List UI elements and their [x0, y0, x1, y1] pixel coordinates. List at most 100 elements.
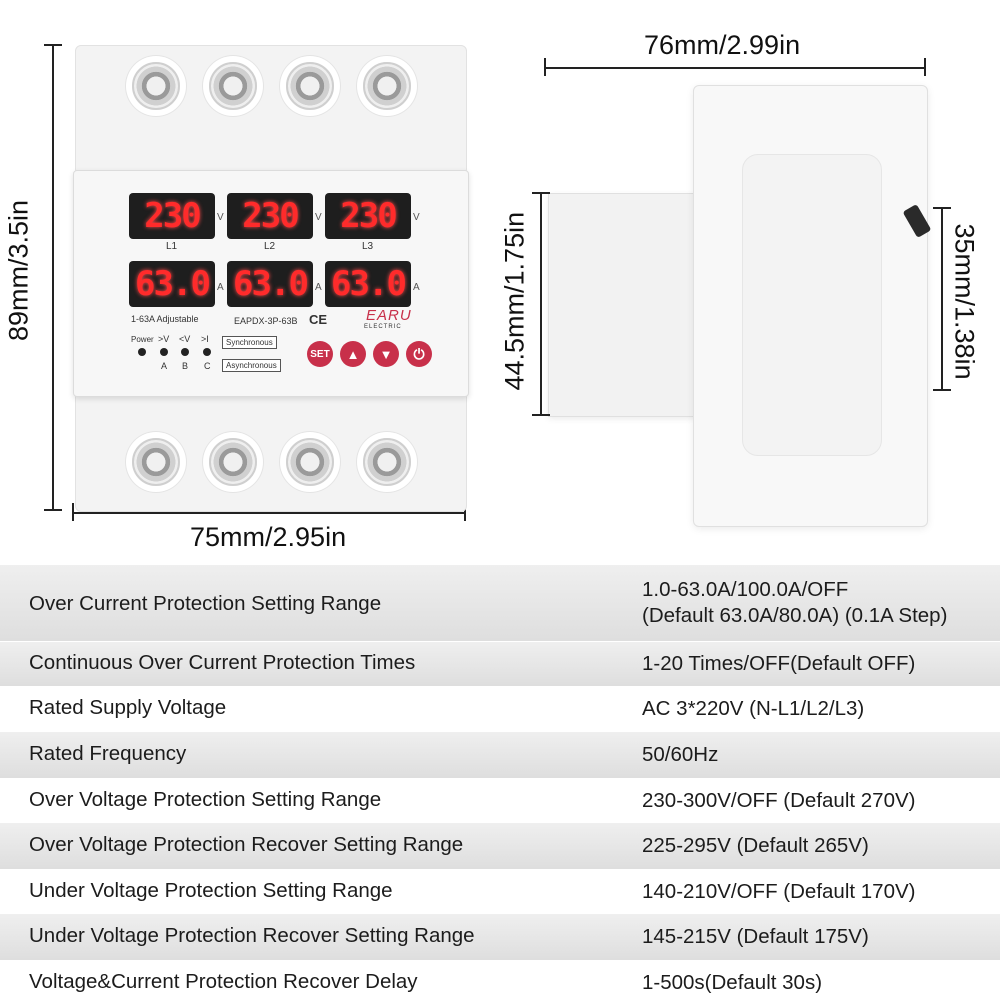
voltage-unit: V [413, 212, 420, 223]
side-depth-tick-left [544, 58, 546, 76]
terminal-screw-icon [363, 62, 411, 110]
spec-row: Under Voltage Protection Recover Setting… [0, 914, 1000, 960]
front-height-tick-top [44, 44, 62, 46]
spec-row: Under Voltage Protection Setting Range 1… [0, 869, 1000, 914]
spec-row: Over Voltage Protection Setting Range 23… [0, 778, 1000, 823]
line-label-l2: L2 [264, 241, 276, 252]
spec-value: 1.0-63.0A/100.0A/OFF (Default 63.0A/80.0… [642, 577, 947, 629]
set-button[interactable]: SET [307, 341, 333, 367]
under-voltage-indicator-label: <V [179, 334, 191, 344]
voltage-display-l2: 230 [227, 193, 313, 239]
front-width-label: 75mm/2.95in [190, 522, 347, 552]
spec-value: 145-215V (Default 175V) [642, 925, 869, 948]
spec-name: Under Voltage Protection Recover Setting… [29, 924, 475, 947]
side-depth-label: 76mm/2.99in [644, 30, 801, 60]
spec-name: Rated Supply Voltage [29, 696, 227, 719]
brand-logo: EARU [366, 307, 412, 324]
terminal-screw-icon [363, 438, 411, 486]
spec-value-line: (Default 63.0A/80.0A) (0.1A Step) [642, 604, 948, 627]
side-front-height-tick-bottom [532, 414, 550, 416]
voltage-display-l1: 230 [129, 193, 215, 239]
terminal-screw-icon [286, 438, 334, 486]
under-voltage-led-icon [181, 348, 189, 356]
power-button[interactable]: ⏻ [406, 341, 432, 367]
spec-row: Voltage&Current Protection Recover Delay… [0, 960, 1000, 1001]
front-height-dimension-line [52, 45, 54, 510]
over-current-indicator-label: >I [201, 334, 209, 344]
side-view-body [693, 85, 932, 527]
spec-value-line: 1.0-63.0A/100.0A/OFF [642, 578, 849, 601]
current-display-l3: 63.0 [325, 261, 411, 307]
side-rail-tick-top [933, 207, 951, 209]
spec-name: Voltage&Current Protection Recover Delay [29, 970, 418, 993]
side-front-height-dimension-line [540, 193, 542, 415]
side-rail-tick-bottom [933, 389, 951, 391]
front-height-tick-bottom [44, 509, 62, 511]
phase-b-label: B [182, 361, 189, 371]
spec-value: 225-295V (Default 265V) [642, 834, 869, 857]
synchronous-mode-label: Synchronous [222, 336, 277, 349]
terminal-screw-icon [209, 62, 257, 110]
spec-row: Over Current Protection Setting Range 1.… [0, 565, 1000, 641]
voltage-unit: V [217, 212, 224, 223]
current-display-l2: 63.0 [227, 261, 313, 307]
voltage-unit: V [315, 212, 322, 223]
range-label: 1-63A Adjustable [131, 314, 199, 324]
side-view-recess [742, 154, 882, 456]
front-height-label: 89mm/3.5in [3, 199, 34, 342]
spec-name: Over Voltage Protection Setting Range [29, 788, 382, 811]
terminal-screw-icon [132, 62, 180, 110]
current-unit: A [413, 282, 420, 293]
spec-row: Continuous Over Current Protection Times… [0, 641, 1000, 686]
power-indicator-label: Power [131, 335, 154, 344]
terminal-screw-icon [209, 438, 257, 486]
spec-value: 140-210V/OFF (Default 170V) [642, 880, 916, 903]
spec-row: Over Voltage Protection Recover Setting … [0, 823, 1000, 869]
spec-name: Under Voltage Protection Setting Range [29, 879, 393, 902]
breaker-front-view: 230 230 230 V V V L1 L2 L3 63.0 63.0 63.… [73, 45, 469, 512]
current-unit: A [217, 282, 224, 293]
spec-name: Over Current Protection Setting Range [29, 592, 382, 615]
over-current-led-icon [203, 348, 211, 356]
spec-name: Rated Frequency [29, 742, 187, 765]
spec-table: Over Current Protection Setting Range 1.… [0, 565, 1000, 1001]
current-display-l1: 63.0 [129, 261, 215, 307]
side-rail-dimension-line [941, 208, 943, 390]
front-width-dimension-line [73, 512, 465, 514]
line-label-l3: L3 [362, 241, 374, 252]
spec-row: Rated Frequency 50/60Hz [0, 732, 1000, 778]
model-label: EAPDX-3P-63B [234, 316, 298, 326]
phase-a-label: A [161, 361, 168, 371]
ce-mark: CE [309, 312, 328, 327]
spec-value: 1-500s(Default 30s) [642, 971, 823, 994]
brand-sub-logo: ELECTRIC [364, 324, 402, 330]
side-view-front-protrusion [548, 193, 697, 417]
spec-row: Rated Supply Voltage AC 3*220V (N-L1/L2/… [0, 686, 1000, 732]
down-arrow-button[interactable]: ▼ [373, 341, 399, 367]
side-depth-tick-right [924, 58, 926, 76]
power-led-icon [138, 348, 146, 356]
spec-value: 1-20 Times/OFF(Default OFF) [642, 652, 916, 675]
spec-value: AC 3*220V (N-L1/L2/L3) [642, 697, 865, 720]
voltage-display-l3: 230 [325, 193, 411, 239]
front-width-tick-left [72, 503, 74, 521]
side-front-height-tick-top [532, 192, 550, 194]
front-width-tick-right [464, 503, 466, 521]
up-arrow-button[interactable]: ▲ [340, 341, 366, 367]
over-voltage-led-icon [160, 348, 168, 356]
spec-value: 230-300V/OFF (Default 270V) [642, 789, 916, 812]
din-rail-clip [902, 204, 932, 238]
asynchronous-mode-label: Asynchronous [222, 359, 281, 372]
phase-c-label: C [204, 361, 211, 371]
line-label-l1: L1 [166, 241, 178, 252]
side-rail-label: 35mm/1.38in [949, 223, 980, 380]
current-unit: A [315, 282, 322, 293]
spec-name: Continuous Over Current Protection Times [29, 651, 416, 674]
spec-value: 50/60Hz [642, 743, 719, 766]
front-control-panel: 230 230 230 V V V L1 L2 L3 63.0 63.0 63.… [73, 170, 469, 397]
side-depth-dimension-line [545, 67, 925, 69]
spec-name: Over Voltage Protection Recover Setting … [29, 833, 464, 856]
top-terminal-block [75, 45, 467, 175]
side-front-height-label: 44.5mm/1.75in [499, 211, 530, 391]
over-voltage-indicator-label: >V [158, 334, 170, 344]
